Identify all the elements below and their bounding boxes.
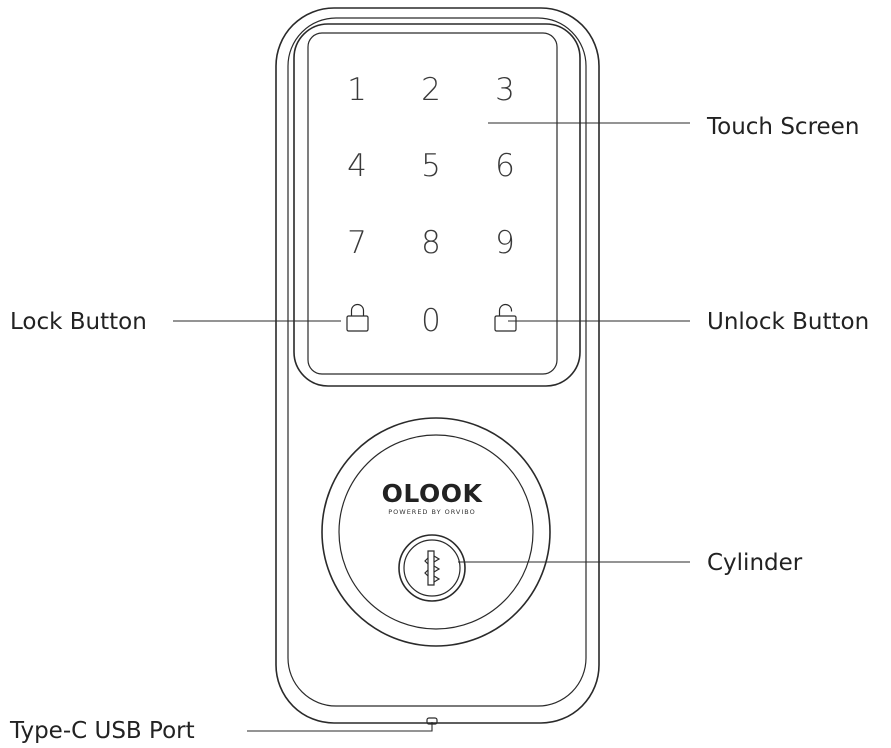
touch-screen-panel (293, 23, 581, 387)
brand-logo: OLOOK (382, 479, 484, 508)
label-usb-port: Type-C USB Port (9, 718, 195, 744)
touch-screen-outer (293, 23, 581, 387)
touch-screen-inner (307, 32, 558, 375)
key-6[interactable]: 6 (495, 148, 515, 184)
lock-open-icon[interactable] (494, 303, 517, 332)
key-4[interactable]: 4 (347, 148, 367, 184)
key-7[interactable]: 7 (347, 225, 367, 261)
keyway-icon (424, 550, 441, 586)
label-cylinder: Cylinder (707, 550, 803, 576)
key-1[interactable]: 1 (347, 72, 367, 108)
cylinder-assembly: OLOOK POWERED BY ORVIBO (321, 417, 551, 647)
key-8[interactable]: 8 (421, 225, 441, 261)
rose-outer-ring (321, 417, 551, 647)
key-0[interactable]: 0 (421, 303, 441, 339)
label-unlock-button: Unlock Button (707, 309, 869, 335)
brand-tagline: POWERED BY ORVIBO (388, 508, 476, 516)
label-touch-screen: Touch Screen (706, 114, 859, 140)
lock-body-inner (287, 17, 587, 707)
key-cylinder[interactable] (398, 534, 466, 602)
key-3[interactable]: 3 (495, 72, 515, 108)
rose-inner-ring (338, 434, 534, 630)
keypad: 1 2 3 4 5 6 7 8 9 0 (346, 72, 517, 339)
leader-usb-port (247, 722, 433, 732)
label-lock-button: Lock Button (10, 309, 147, 335)
lock-body-outer (275, 7, 600, 724)
key-5[interactable]: 5 (421, 148, 441, 184)
lock-closed-icon[interactable] (346, 303, 369, 332)
key-2[interactable]: 2 (421, 72, 441, 108)
lock-body (275, 7, 600, 724)
key-9[interactable]: 9 (495, 225, 515, 261)
